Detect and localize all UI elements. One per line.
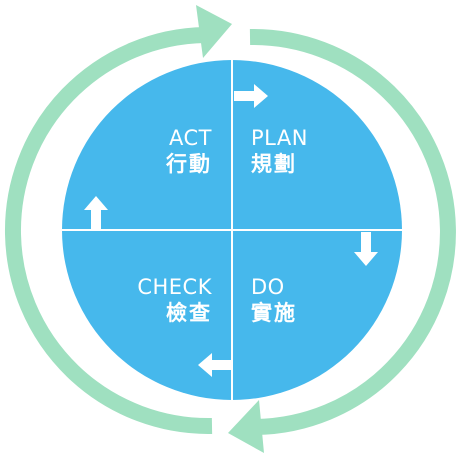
quadrant-plan: PLAN 規劃 bbox=[251, 125, 308, 177]
arrow-left-icon bbox=[198, 353, 232, 377]
plan-label-en: PLAN bbox=[251, 126, 308, 150]
arrow-up-icon bbox=[84, 196, 108, 230]
plan-label-zh: 規劃 bbox=[251, 152, 297, 176]
check-label-zh: 檢查 bbox=[166, 301, 212, 325]
check-label-en: CHECK bbox=[137, 275, 212, 299]
quadrant-do: DO 實施 bbox=[251, 274, 297, 326]
cycle-arrow-left bbox=[4, 5, 232, 435]
quadrant-act: ACT 行動 bbox=[166, 125, 212, 177]
do-label-zh: 實施 bbox=[251, 301, 297, 325]
arrow-right-icon bbox=[234, 84, 268, 108]
arrow-down-icon bbox=[354, 232, 378, 266]
cycle-arrow-right bbox=[228, 28, 457, 453]
do-label-en: DO bbox=[251, 275, 285, 299]
quadrant-check: CHECK 檢查 bbox=[137, 274, 212, 326]
act-label-en: ACT bbox=[169, 126, 212, 150]
act-label-zh: 行動 bbox=[166, 152, 212, 176]
